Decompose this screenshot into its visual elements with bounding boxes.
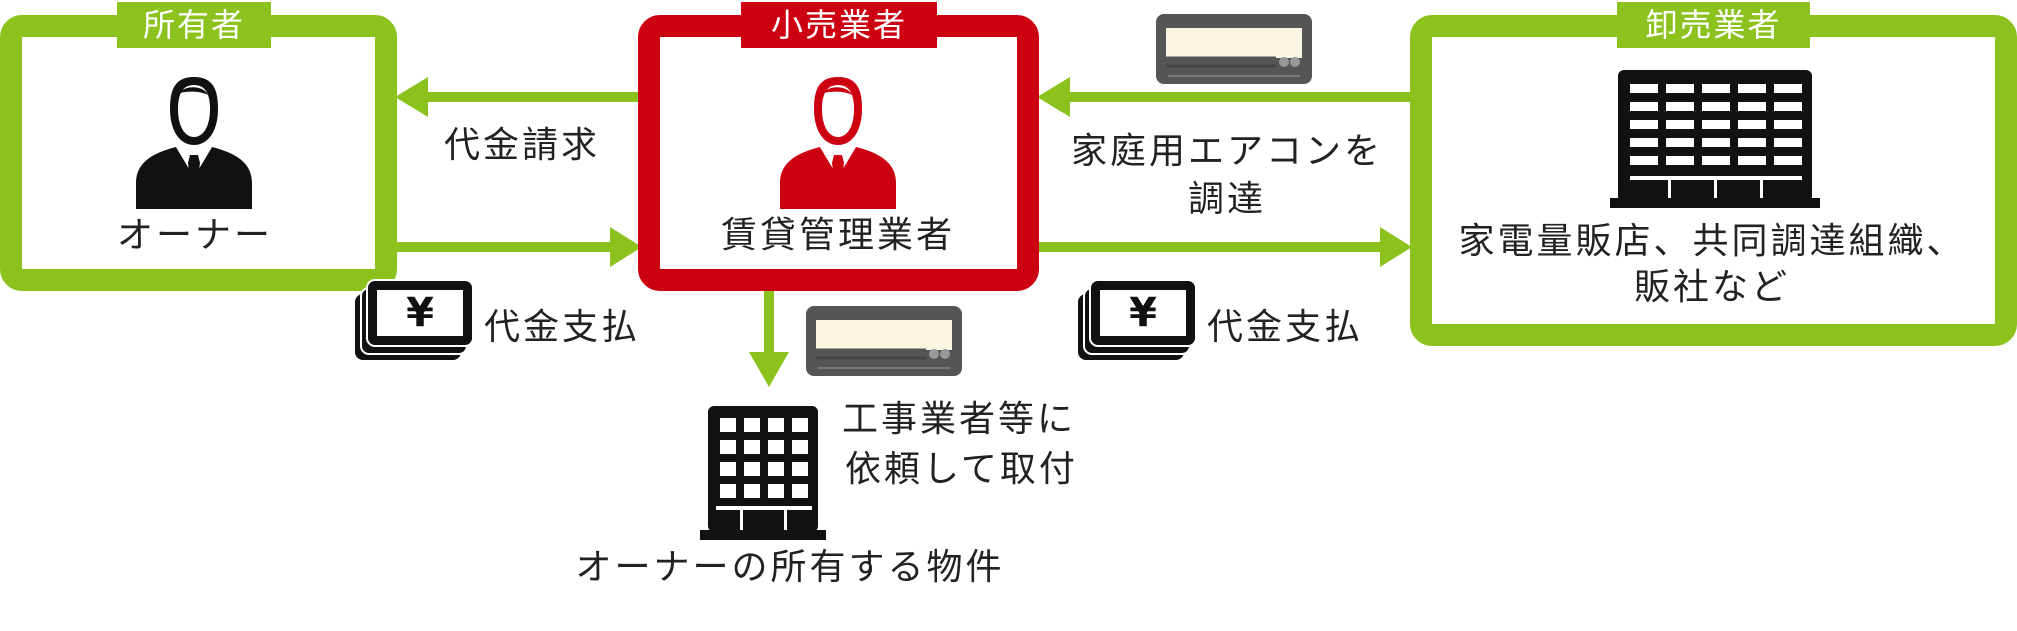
businessman-icon — [136, 77, 252, 209]
payment-owner-label: 代金支払 — [484, 307, 641, 348]
install-label-line1: 工事業者等に — [842, 399, 1077, 440]
wholesaler-name-line1: 家電量販店、共同調達組織、 — [1458, 221, 1966, 262]
owner-tag: 所有者 — [117, 2, 271, 48]
office-building-icon — [1610, 70, 1820, 208]
svg-text:¥: ¥ — [1129, 290, 1157, 336]
procure-label-line2: 調達 — [1187, 179, 1266, 220]
billing-label: 代金請求 — [444, 125, 601, 166]
apartment-building-icon — [700, 406, 826, 540]
payment-arrow-to-retailer — [395, 227, 642, 267]
install-arrow — [749, 290, 789, 387]
property-label: オーナーの所有する物件 — [575, 547, 1005, 588]
air-conditioner-icon — [806, 306, 962, 376]
owner-name: オーナー — [116, 215, 273, 256]
wholesaler-tag: 卸売業者 — [1617, 2, 1810, 48]
billing-arrow — [395, 77, 640, 117]
svg-text:¥: ¥ — [406, 290, 434, 336]
payment-wholesaler-label: 代金支払 — [1207, 307, 1364, 348]
payment-arrow-to-wholesaler — [1037, 227, 1412, 267]
cash-icon: ¥ — [355, 279, 474, 360]
cash-icon: ¥ — [1078, 279, 1197, 360]
procure-label-line1: 家庭用エアコンを — [1070, 131, 1383, 172]
businessman-icon — [780, 77, 896, 209]
install-label-line2: 依頼して取付 — [845, 449, 1078, 490]
procurement-arrow — [1037, 77, 1413, 117]
owner-box — [0, 15, 397, 291]
wholesaler-name-line2: 販社など — [1633, 267, 1790, 308]
air-conditioner-icon — [1156, 14, 1312, 84]
retailer-name: 賃貸管理業者 — [720, 215, 955, 256]
retailer-tag: 小売業者 — [741, 2, 937, 48]
